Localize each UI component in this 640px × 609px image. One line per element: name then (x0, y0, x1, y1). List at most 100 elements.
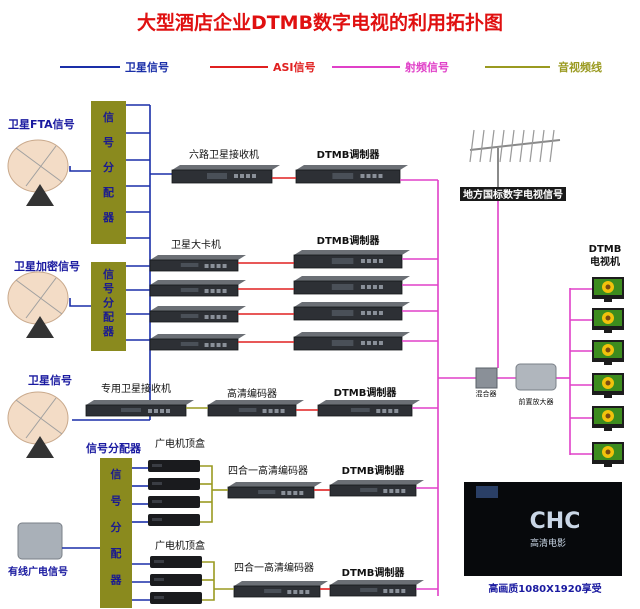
rx6-label: 六路卫星接收机 (189, 148, 259, 161)
receiver-6ch-btn (240, 174, 244, 178)
satellite-dish-encrypted-arm (25, 277, 57, 319)
satellite-dish-3-arm (25, 397, 57, 439)
pro-receiver-label: 专用卫星接收机 (101, 382, 171, 395)
receiver-6ch-btn (234, 174, 238, 178)
quad-encoder-1 (227, 482, 322, 499)
quad-encoder-1-btn (299, 491, 304, 495)
mod-label-8: DTMB调制器 (342, 566, 406, 579)
dtmb-mod-8-display (360, 588, 378, 592)
dtmb-mod-2-top (294, 250, 410, 255)
dtmb-mod-4-btn (372, 311, 377, 315)
dtmb-tv-4 (592, 373, 624, 398)
dtmb-tv-1 (592, 277, 624, 302)
dtmb-tv-3-flower-center (605, 347, 611, 353)
dtmb-mod-3-display (331, 284, 354, 290)
pro-receiver-btn (160, 409, 164, 413)
dtmb-mod-4-btn (360, 311, 365, 315)
satellite-dish-encrypted-arm (15, 279, 63, 315)
hd-encoder-btn (268, 409, 273, 413)
dtmb-mod-8-btn (383, 589, 388, 593)
dtmb-mod-7-btn (389, 489, 394, 493)
dtmb-mod-1-display (332, 173, 354, 179)
antenna-label-bg (460, 187, 566, 201)
dtmb-mod-6-btn (376, 409, 381, 413)
stb-a-2-body (148, 496, 200, 508)
pro-receiver-display (121, 408, 141, 412)
dtmb-mod-3-btn (360, 285, 365, 289)
receiver-6ch-btn (246, 174, 250, 178)
hd-picture-subtitle: 高清电影 (530, 537, 566, 549)
signal-splitter-1-label-char: 分 (103, 160, 114, 174)
cam-label: 卫星大卡机 (171, 238, 221, 251)
dtmb-tv-6-stand (604, 464, 612, 467)
satellite-dish-fta-arm (15, 147, 63, 183)
dtmb-tv-2-flower-center (605, 315, 611, 321)
satellite-dish-3-bowl (7, 391, 69, 445)
receiver-6ch (171, 165, 280, 184)
cam-3-btn (204, 315, 209, 319)
signal-splitter-2 (91, 262, 126, 351)
dish-label-3: 卫星信号 (28, 373, 72, 387)
quad-encoder-label-1: 四合一高清编码器 (228, 464, 308, 477)
signal-splitter-3-label-char: 器 (110, 574, 123, 587)
cam-3-display (180, 314, 199, 318)
dish-label-encrypted: 卫星加密信号 (14, 259, 80, 273)
quad-encoder-label-2: 四合一高清编码器 (234, 561, 314, 574)
dtmb-mod-8 (329, 580, 424, 597)
satellite-dish-encrypted-bowl (7, 271, 69, 325)
antenna-element (509, 129, 515, 163)
av-line-b-bracket (202, 561, 215, 601)
signal-splitter-3 (100, 458, 132, 608)
dtmb-mod-8-btn (401, 589, 406, 593)
signal-splitter-3-label-char: 配 (111, 546, 122, 560)
antenna-element (549, 129, 555, 163)
preamp-label: 前置放大器 (519, 397, 554, 406)
av-line-a-bracket (200, 465, 213, 523)
dtmb-mod-3-btn (372, 285, 377, 289)
dtmb-tv-2 (592, 308, 624, 333)
preamp-box (515, 363, 557, 391)
quad-encoder-2 (233, 581, 328, 598)
dtmb-tv-1-stand (604, 299, 612, 302)
dtmb-mod-6-display (350, 408, 370, 412)
dtmb-mod-3-btn (366, 285, 371, 289)
signal-splitter-3-label-char: 号 (111, 494, 122, 507)
receiver-6ch-top (172, 165, 280, 170)
diagram-title: 大型酒店企业DTMB数字电视的利用拓扑图 (136, 12, 504, 34)
satellite-dish-fta-arm (25, 145, 57, 187)
antenna-element (499, 129, 505, 163)
tv-group-title-2: 电视机 (590, 255, 620, 268)
cam-1-btn (210, 264, 215, 268)
signal-splitter-2-label-char: 信 (103, 267, 114, 281)
pro-receiver-top (86, 400, 194, 405)
cable-amp-source (17, 522, 63, 560)
mod-label-1: DTMB调制器 (317, 148, 381, 161)
dtmb-mod-4-top (294, 302, 410, 307)
dtmb-mod-4-display (331, 310, 354, 316)
dtmb-tv-5 (592, 406, 624, 431)
satellite-dish-fta-stand (26, 184, 54, 206)
dtmb-mod-5-top (294, 332, 410, 337)
hd-picture-corner-logo (476, 486, 498, 498)
legend-label-3: 射频信号 (404, 60, 449, 74)
signal-splitter-3-label: 信号分配器 (110, 467, 123, 587)
splitter-top-label: 信号分配器 (86, 441, 142, 455)
signal-splitter-2-label: 信号分配器 (102, 267, 115, 338)
dtmb-tv-3-stand (604, 362, 612, 365)
antenna-label: 地方国标数字电视信号 (463, 188, 563, 201)
antenna-element (529, 129, 535, 163)
dtmb-mod-1-btn (372, 174, 377, 178)
stb-b-0-body (150, 556, 202, 568)
hd-encoder-btn (262, 409, 267, 413)
signal-splitter-1-label-char: 配 (103, 185, 114, 199)
dtmb-mod-3-top (294, 276, 410, 281)
dtmb-mod-2-btn (366, 259, 371, 263)
cam-1-btn (204, 264, 209, 268)
quad-encoder-2-display (264, 589, 282, 593)
signal-splitter-1-label-char: 号 (103, 136, 114, 149)
stb-a-2-led (152, 500, 162, 503)
dtmb-mod-7-btn (395, 489, 400, 493)
cam-1-btn (222, 264, 227, 268)
legend-label-4: 音视频线 (558, 60, 602, 74)
dtmb-mod-1-btn (360, 174, 365, 178)
